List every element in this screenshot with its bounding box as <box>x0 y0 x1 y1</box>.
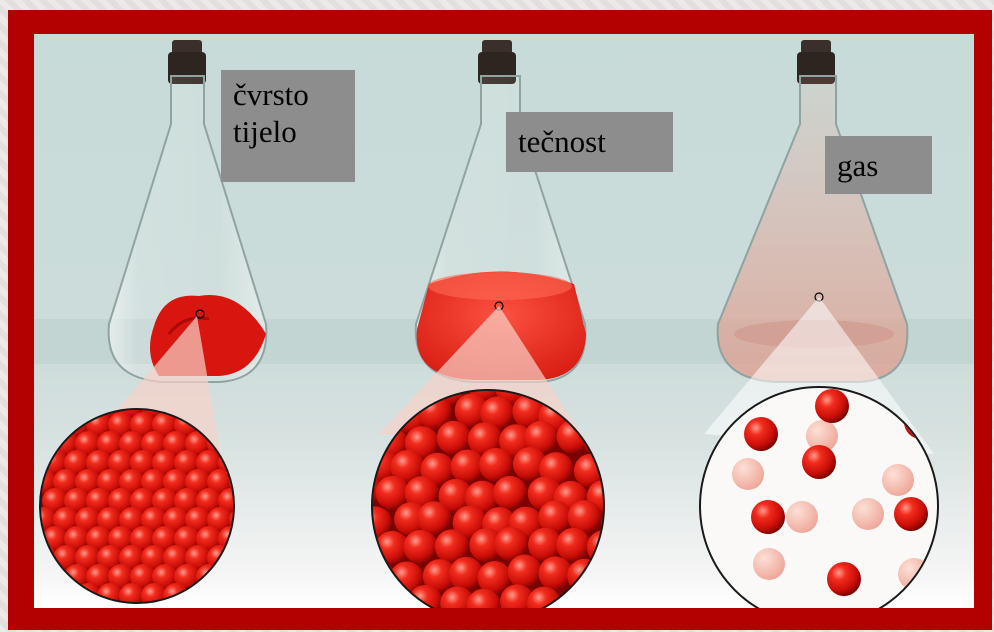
particle-sphere <box>75 393 101 419</box>
particle-sphere <box>567 559 601 593</box>
particle-sphere <box>34 583 57 608</box>
particle-sphere <box>571 394 605 428</box>
particle-sphere <box>86 602 112 608</box>
particle-sphere <box>732 458 764 490</box>
particle-sphere <box>229 583 255 608</box>
particle-sphere <box>42 564 68 590</box>
particle-sphere <box>42 412 68 438</box>
particle-sphere <box>240 602 266 608</box>
particle-sphere <box>894 497 928 531</box>
particle-sphere <box>218 412 244 438</box>
particle-sphere <box>240 450 266 476</box>
particle-sphere <box>613 533 647 567</box>
particle-sphere <box>633 451 667 485</box>
particle-sphere <box>882 464 914 496</box>
particle-sphere <box>174 602 200 608</box>
particle-sphere <box>196 564 222 590</box>
particle-sphere <box>587 589 621 608</box>
particle-sphere <box>628 398 662 432</box>
label-gas: gas <box>825 136 932 194</box>
particle-sphere <box>185 583 211 608</box>
label-solid-line-1: čvrsto <box>233 76 345 113</box>
particle-sphere <box>347 369 381 403</box>
particle-sphere <box>802 445 836 479</box>
particle-sphere <box>229 545 255 571</box>
particle-sphere <box>538 556 572 590</box>
particle-sphere <box>251 393 277 419</box>
particle-sphere <box>588 366 622 400</box>
particle-sphere <box>262 412 288 438</box>
particle-sphere <box>753 548 785 580</box>
particle-sphere <box>631 561 665 595</box>
particle-sphere <box>251 431 277 457</box>
states-of-matter-illustration: čvrsto tijelo tečnost gas <box>34 34 974 608</box>
particle-sphere <box>262 488 288 514</box>
particle-sphere <box>374 367 408 401</box>
particle-sphere <box>262 450 288 476</box>
particle-sphere <box>618 477 652 511</box>
particle-sphere <box>604 453 638 487</box>
particle-sphere <box>251 583 277 608</box>
particle-sphere <box>617 369 651 403</box>
particle-sphere <box>815 389 849 423</box>
particle-sphere <box>152 602 178 608</box>
particle-sphere <box>898 558 930 590</box>
particle-sphere <box>374 588 408 608</box>
particle-sphere <box>601 395 635 429</box>
particle-sphere <box>53 583 79 608</box>
particle-sphere <box>601 507 635 541</box>
particle-sphere <box>240 526 266 552</box>
particle-sphere <box>508 555 542 589</box>
particle-sphere <box>618 588 652 608</box>
particle-sphere <box>229 393 255 419</box>
particle-sphere <box>574 454 608 488</box>
particle-sphere <box>601 557 635 591</box>
particle-sphere <box>240 412 266 438</box>
particle-sphere <box>218 564 244 590</box>
particle-sphere <box>493 476 527 510</box>
particle-sphere <box>218 602 244 608</box>
particle-sphere <box>251 545 277 571</box>
particle-sphere <box>229 431 255 457</box>
particle-sphere <box>449 557 483 591</box>
particle-sphere <box>196 602 222 608</box>
particle-sphere <box>404 530 438 564</box>
particle-sphere <box>262 602 288 608</box>
particle-sphere <box>852 498 884 530</box>
particle-sphere <box>358 392 392 426</box>
particle-sphere <box>262 564 288 590</box>
particle-sphere <box>347 584 381 608</box>
particle-sphere <box>634 501 668 535</box>
particle-sphere <box>346 422 380 456</box>
particle-sphere <box>827 562 861 596</box>
particle-sphere <box>53 393 79 419</box>
particle-sphere <box>42 602 68 608</box>
particle-sphere <box>240 488 266 514</box>
label-liquid: tečnost <box>506 112 673 172</box>
particle-sphere <box>583 422 617 456</box>
particle-sphere <box>240 564 266 590</box>
label-solid-line-2: tijelo <box>233 113 345 150</box>
particle-sphere <box>251 507 277 533</box>
particle-sphere <box>34 431 57 457</box>
particle-sphere <box>251 469 277 495</box>
particle-sphere <box>786 501 818 533</box>
particle-sphere <box>744 417 778 451</box>
particle-sphere <box>361 560 395 594</box>
particle-sphere <box>64 602 90 608</box>
particle-sphere <box>207 583 233 608</box>
label-solid: čvrsto tijelo <box>221 70 355 182</box>
particle-sphere <box>751 500 785 534</box>
particle-sphere <box>556 528 590 562</box>
particle-sphere <box>618 424 652 458</box>
particle-sphere <box>34 393 57 419</box>
illustration-canvas <box>34 34 974 608</box>
particle-sphere <box>262 526 288 552</box>
